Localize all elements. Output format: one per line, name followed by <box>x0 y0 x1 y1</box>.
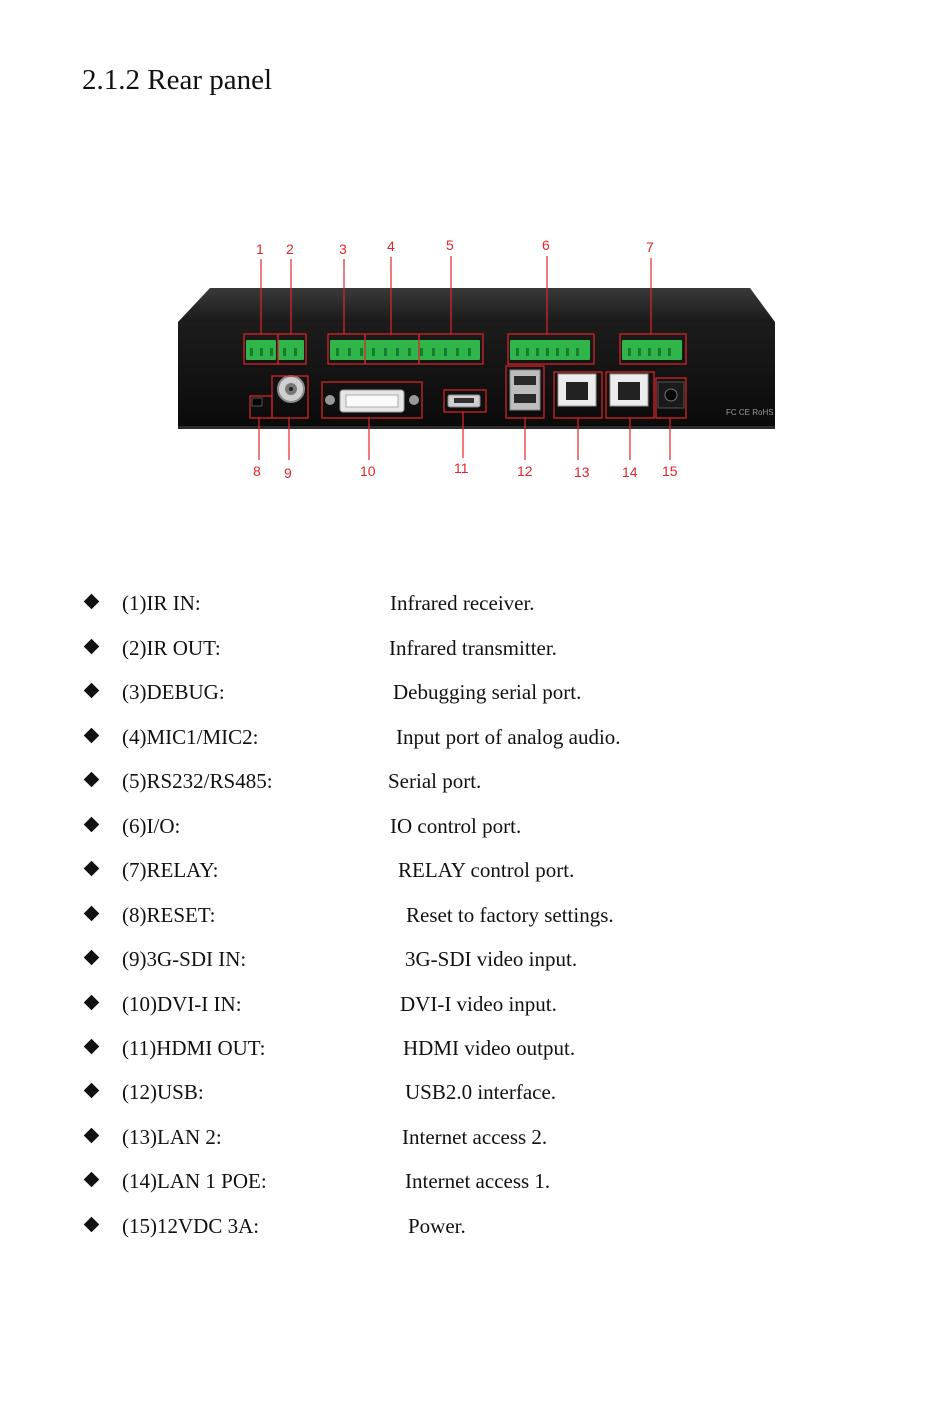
item-desc: Internet access 1. <box>405 1169 551 1193</box>
item-label: (15)12VDC 3A: <box>122 1214 260 1238</box>
callout-10: 10 <box>360 463 376 479</box>
callout-12: 12 <box>517 463 533 479</box>
callout-3: 3 <box>339 241 347 257</box>
terminal-io <box>510 340 590 360</box>
list-item: (8)RESET: Reset to factory settings. <box>0 900 950 930</box>
item-label: (4)MIC1/MIC2: <box>122 725 259 749</box>
bullet-diamond-icon <box>82 1122 104 1152</box>
item-desc: IO control port. <box>390 814 522 838</box>
callout-1: 1 <box>256 241 264 257</box>
device-top-surface <box>178 288 775 322</box>
item-desc: Debugging serial port. <box>393 680 582 704</box>
bullet-diamond-icon <box>82 944 104 974</box>
list-item: (10)DVI-I IN: DVI-I video input. <box>0 989 950 1019</box>
rear-panel-figure: FC CE RoHS <box>170 232 785 484</box>
bullet-diamond-icon <box>82 1211 104 1241</box>
reset-button <box>251 397 263 407</box>
item-label: (6)I/O: <box>122 814 181 838</box>
list-item: (5)RS232/RS485: Serial port. <box>0 766 950 796</box>
bullet-diamond-icon <box>82 1033 104 1063</box>
callout-14: 14 <box>622 464 638 480</box>
item-desc: 3G-SDI video input. <box>405 947 578 971</box>
bullet-diamond-icon <box>82 1166 104 1196</box>
list-item: (11)HDMI OUT: HDMI video output. <box>0 1033 950 1063</box>
list-item: (3)DEBUG: Debugging serial port. <box>0 677 950 707</box>
list-item: (9)3G-SDI IN: 3G-SDI video input. <box>0 944 950 974</box>
item-label: (12)USB: <box>122 1080 204 1104</box>
callout-15: 15 <box>662 463 678 479</box>
terminal-debug-mic-rs <box>330 340 480 360</box>
callout-11: 11 <box>454 460 469 476</box>
bullet-diamond-icon <box>82 677 104 707</box>
bullet-diamond-icon <box>82 989 104 1019</box>
item-desc: Infrared transmitter. <box>389 636 557 660</box>
list-item: (7)RELAY: RELAY control port. <box>0 855 950 885</box>
item-label: (3)DEBUG: <box>122 680 225 704</box>
bullet-diamond-icon <box>82 855 104 885</box>
list-item: (15)12VDC 3A: Power. <box>0 1211 950 1241</box>
callout-2: 2 <box>286 241 294 257</box>
item-desc: Internet access 2. <box>402 1125 548 1149</box>
list-item: (6)I/O: IO control port. <box>0 811 950 841</box>
item-label: (8)RESET: <box>122 903 216 927</box>
list-item: (1)IR IN: Infrared receiver. <box>0 588 950 618</box>
bullet-diamond-icon <box>82 588 104 618</box>
rear-panel-illustration: FC CE RoHS <box>178 237 775 481</box>
bullet-diamond-icon <box>82 900 104 930</box>
item-label: (7)RELAY: <box>122 858 219 882</box>
callout-6: 6 <box>542 237 550 253</box>
callout-5: 5 <box>446 237 454 253</box>
item-label: (13)LAN 2: <box>122 1125 222 1149</box>
bullet-diamond-icon <box>82 766 104 796</box>
item-desc: USB2.0 interface. <box>405 1080 557 1104</box>
certification-marks: FC CE RoHS <box>726 408 774 417</box>
bullet-diamond-icon <box>82 1077 104 1107</box>
section-heading: 2.1.2 Rear panel <box>82 64 273 96</box>
list-item: (4)MIC1/MIC2: Input port of analog audio. <box>0 722 950 752</box>
callout-9: 9 <box>284 465 292 481</box>
bullet-diamond-icon <box>82 811 104 841</box>
item-desc: DVI-I video input. <box>400 992 557 1016</box>
item-label: (10)DVI-I IN: <box>122 992 242 1016</box>
item-desc: Serial port. <box>388 769 482 793</box>
item-desc: HDMI video output. <box>403 1036 576 1060</box>
callout-13: 13 <box>574 464 590 480</box>
callout-8: 8 <box>253 463 261 479</box>
item-desc: Power. <box>408 1214 466 1238</box>
bullet-diamond-icon <box>82 633 104 663</box>
item-desc: RELAY control port. <box>398 858 575 882</box>
item-desc: Reset to factory settings. <box>406 903 614 927</box>
item-label: (1)IR IN: <box>122 591 201 615</box>
bullet-diamond-icon <box>82 722 104 752</box>
list-item: (2)IR OUT: Infrared transmitter. <box>0 633 950 663</box>
item-label: (2)IR OUT: <box>122 636 221 660</box>
item-label: (9)3G-SDI IN: <box>122 947 247 971</box>
terminal-relay <box>622 340 682 360</box>
item-label: (11)HDMI OUT: <box>122 1036 266 1060</box>
item-desc: Input port of analog audio. <box>396 725 621 749</box>
item-desc: Infrared receiver. <box>390 591 535 615</box>
list-item: (12)USB: USB2.0 interface. <box>0 1077 950 1107</box>
callout-7: 7 <box>646 239 654 255</box>
item-label: (5)RS232/RS485: <box>122 769 273 793</box>
list-item: (14)LAN 1 POE: Internet access 1. <box>0 1166 950 1196</box>
item-label: (14)LAN 1 POE: <box>122 1169 267 1193</box>
terminal-ir-out <box>278 340 304 360</box>
callout-4: 4 <box>387 238 395 254</box>
list-item: (13)LAN 2: Internet access 2. <box>0 1122 950 1152</box>
